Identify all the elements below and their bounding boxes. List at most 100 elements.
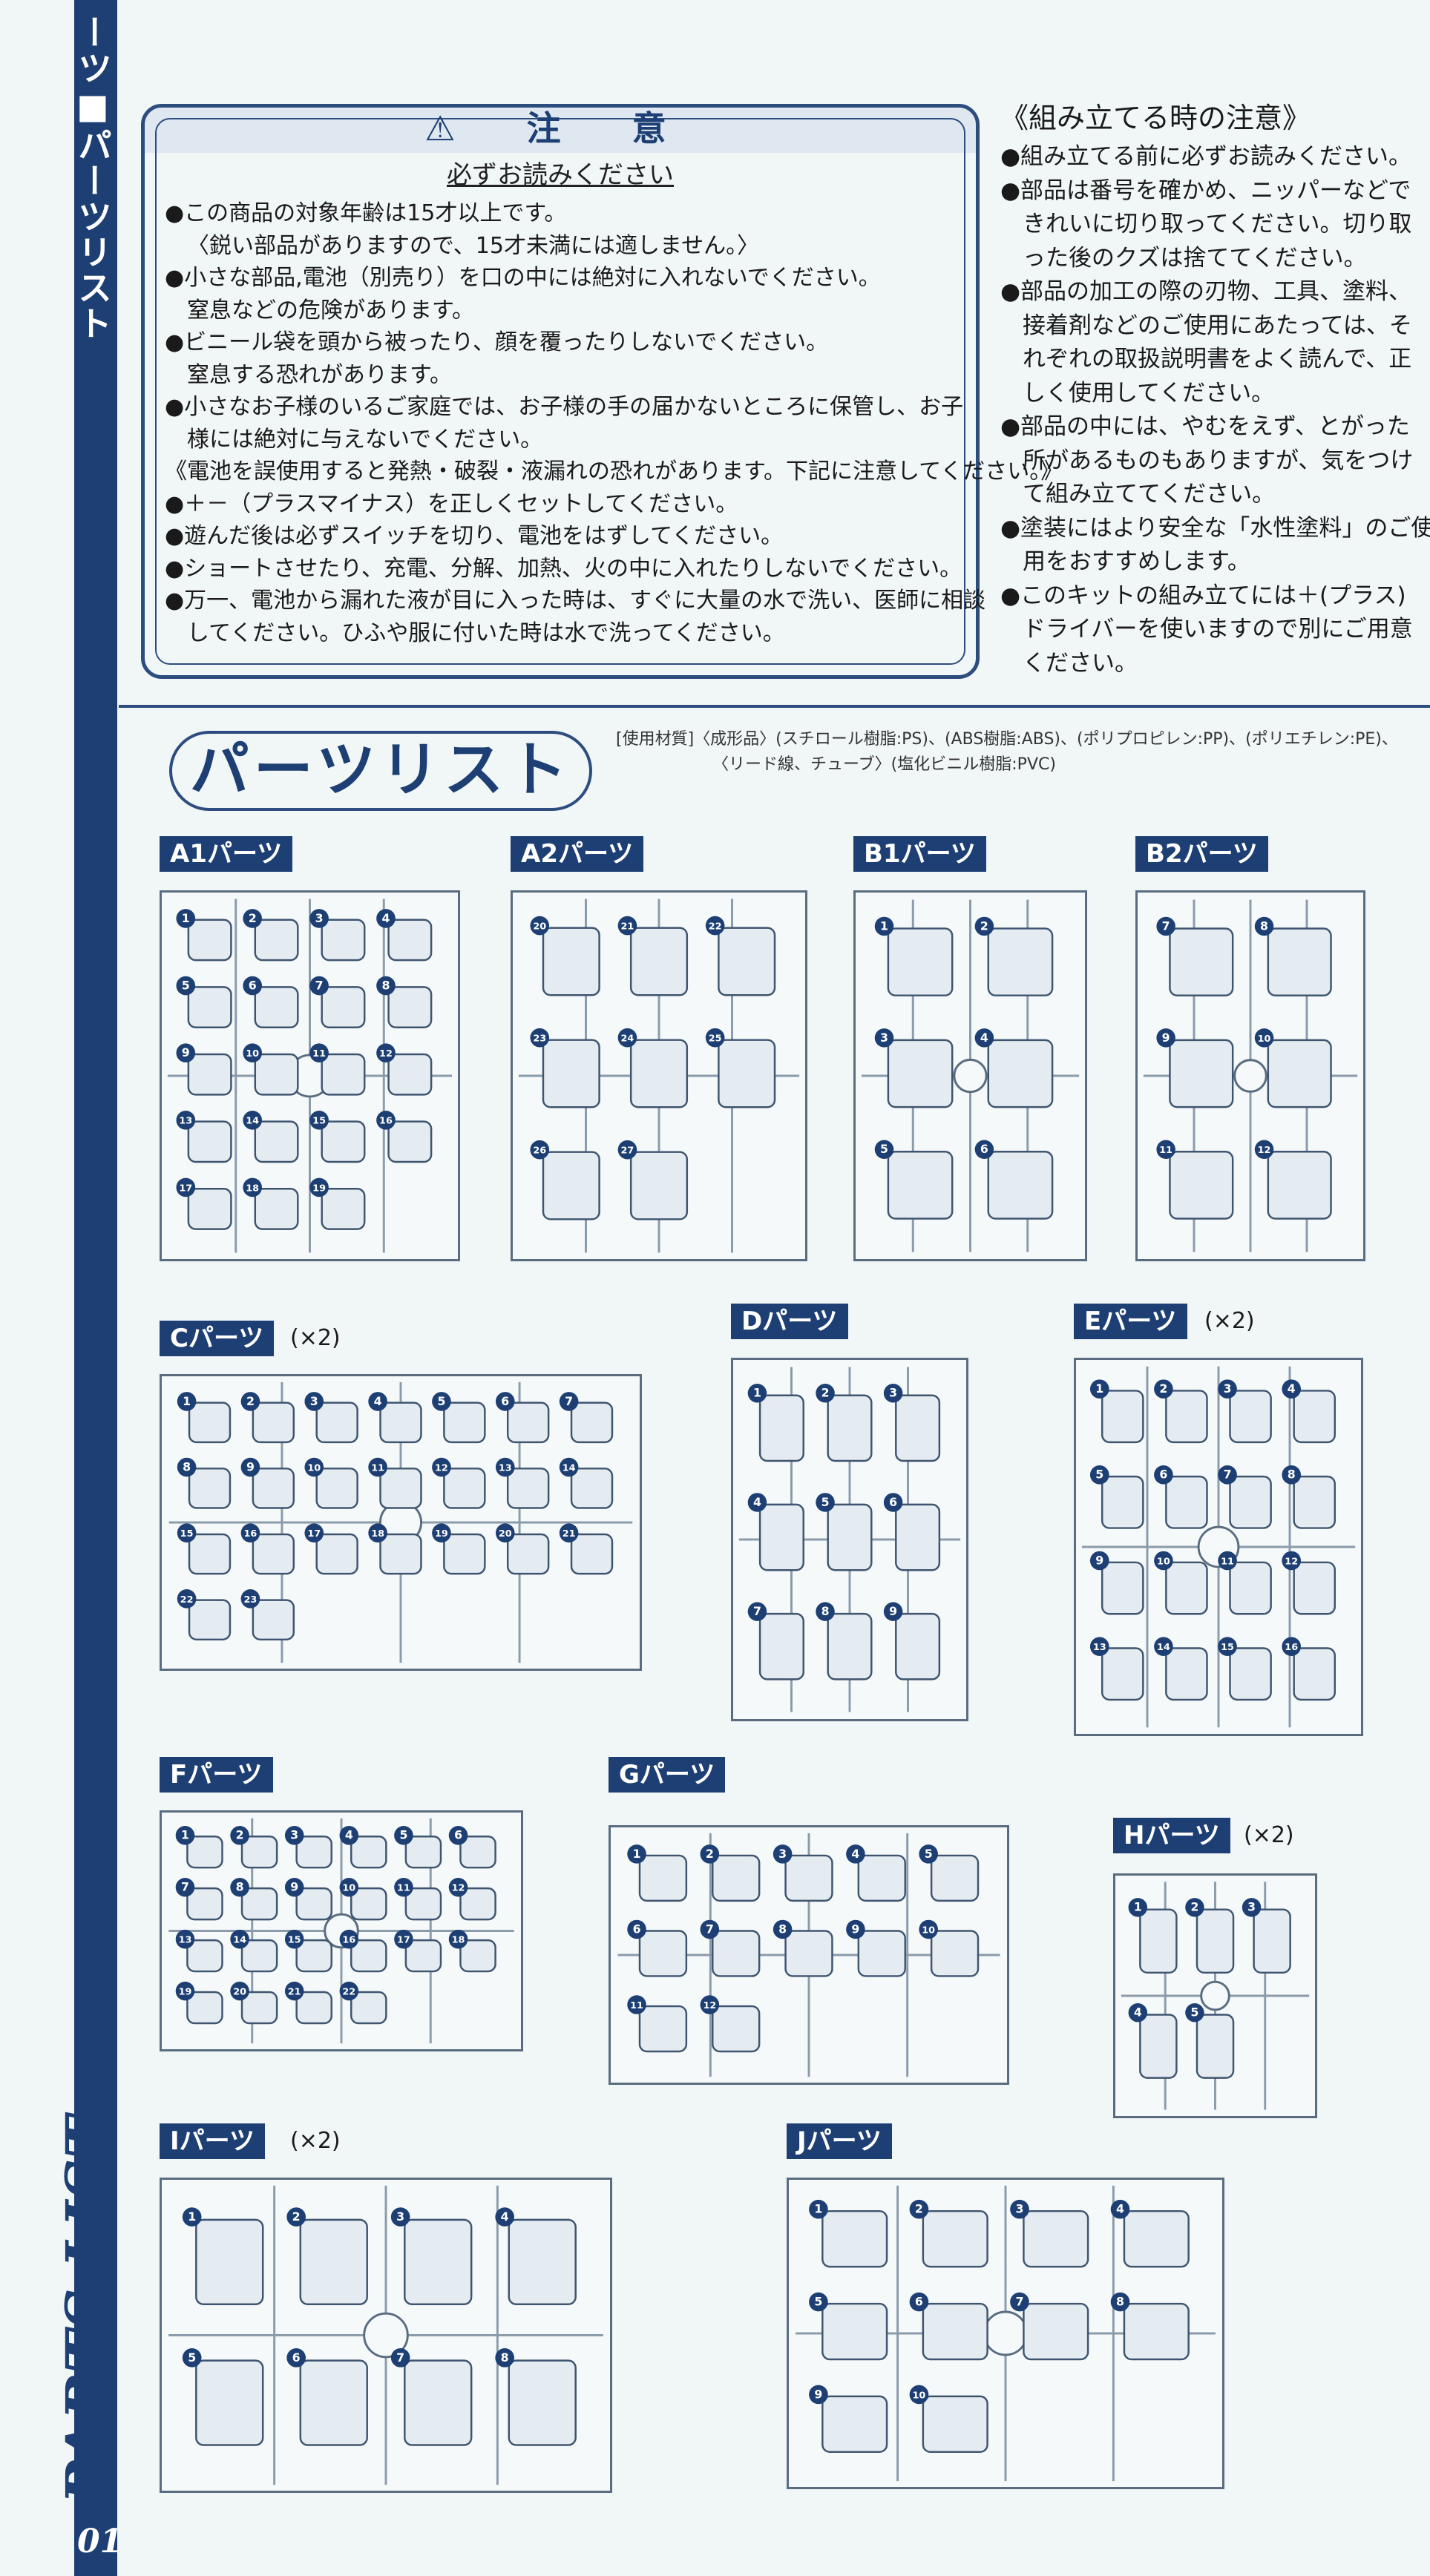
part-number: 6 [633,1922,641,1936]
part-number: 10 [913,2390,926,2401]
part-number-marker [1242,1898,1262,1917]
part-shape [254,1188,299,1230]
part-number: 7 [753,1604,761,1618]
part-number-marker [559,1523,579,1542]
part-number: 6 [980,1142,988,1156]
part-number-marker [495,1392,515,1411]
part-number-marker [809,2385,828,2405]
part-number: 12 [379,1048,393,1059]
part-number-marker [700,1844,720,1864]
assembly-line: ●このキットの組み立てには＋(プラス) [1000,582,1406,609]
part-number: 7 [315,978,324,992]
part-number-marker [1089,1379,1109,1399]
part-number: 6 [915,2294,923,2308]
part-number: 10 [246,1048,259,1059]
part-number: 12 [452,1883,465,1894]
part-shape [404,1939,442,1973]
part-number-marker [495,2348,514,2368]
part-number: 4 [851,1847,859,1861]
part-shape [254,919,299,962]
part-number: 6 [249,978,257,992]
sidebar-band [74,0,117,2576]
part-number-marker [1282,1379,1302,1399]
part-number-marker [1185,1898,1204,1917]
part-shape [295,1939,332,1973]
part-number-marker [284,1877,304,1897]
part-number: 8 [183,1459,191,1473]
part-number: 5 [437,1394,445,1408]
materials-line: [使用材質]〈成形品〉(スチロール樹脂:PS)、(ABS樹脂:ABS)、(ポリプ… [616,730,1398,749]
part-shape [187,1120,232,1163]
part-number-marker [1010,2292,1029,2312]
part-number-marker [177,1392,197,1411]
part-number-marker [1154,1465,1173,1485]
part-number: 18 [246,1183,259,1194]
part-shape [252,1599,295,1641]
part-number-marker [773,1844,793,1864]
sidebar-parts-list-text: PARTS LIST [53,2115,122,2505]
part-number-marker [243,1177,262,1197]
part-number: 27 [621,1146,634,1157]
part-shape [254,1053,299,1096]
part-number-marker [809,2199,828,2219]
part-shape [240,1991,278,2025]
part-number: 9 [290,1880,298,1894]
part-number: 3 [290,1828,298,1842]
part-shape [784,1930,833,1977]
assembly-line: ●部品は番号を確かめ、ニッパーなどで [1000,177,1411,204]
part-shape [379,1533,422,1575]
part-shape [1123,2209,1190,2268]
part-shape [379,1468,422,1509]
assembly-line: れぞれの取扱説明書をよく読んで、正 [1023,346,1412,372]
part-number-marker [175,1981,195,2001]
assembly-notes: 《組み立てる時の注意》 ●組み立てる前に必ずお読みください。●部品は番号を確かめ… [1000,95,1430,680]
part-shape [1293,1475,1336,1529]
part-number-marker [530,1028,550,1048]
part-number: 13 [179,1935,192,1946]
part-shape [638,1854,688,1902]
part-number: 3 [889,1386,897,1400]
assembly-notes-body: ●組み立てる前に必ずお読みください。●部品は番号を確かめ、ニッパーなどできれいに… [1000,140,1430,680]
warning-line: してください。ひふや服に付いた時は水で洗ってください。 [187,620,785,646]
part-shape [1196,1908,1235,1974]
part-shape [1196,2014,1235,2079]
part-shape [758,1612,804,1680]
part-number: 15 [288,1935,301,1946]
part-number-marker [230,1981,249,2001]
part-number: 12 [703,2000,716,2011]
warning-line: 窒息などの危険があります。 [187,297,474,323]
warning-line: 〈鋭い部品がありますので、15才未満には適しません。〉 [187,232,760,259]
part-shape [187,919,232,962]
part-number-marker [909,2199,929,2219]
part-number-marker [627,1995,646,2014]
part-shape [1165,1390,1208,1444]
part-number-marker [432,1392,451,1411]
part-number: 9 [246,1459,255,1473]
part-shape [718,1039,776,1108]
part-shape [629,927,689,996]
part-number-marker [304,1392,324,1411]
part-shape [1169,927,1234,996]
part-shape [506,1533,550,1575]
part-number: 15 [1221,1642,1234,1653]
part-number: 2 [1159,1381,1167,1396]
part-number-marker [309,1043,329,1062]
part-number-marker [846,1919,865,1939]
part-shape [821,2395,888,2454]
sidebar-section-title: ーツ■パーツリスト [73,15,113,341]
part-number: 8 [236,1880,244,1894]
part-number-marker [376,909,396,928]
part-number-marker [176,976,196,996]
part-number-marker [1089,1551,1109,1571]
part-shape [459,1939,496,1973]
part-number: 18 [452,1935,465,1946]
part-number-marker [816,1602,835,1621]
part-shape [887,927,954,996]
part-number: 21 [288,1987,301,1998]
